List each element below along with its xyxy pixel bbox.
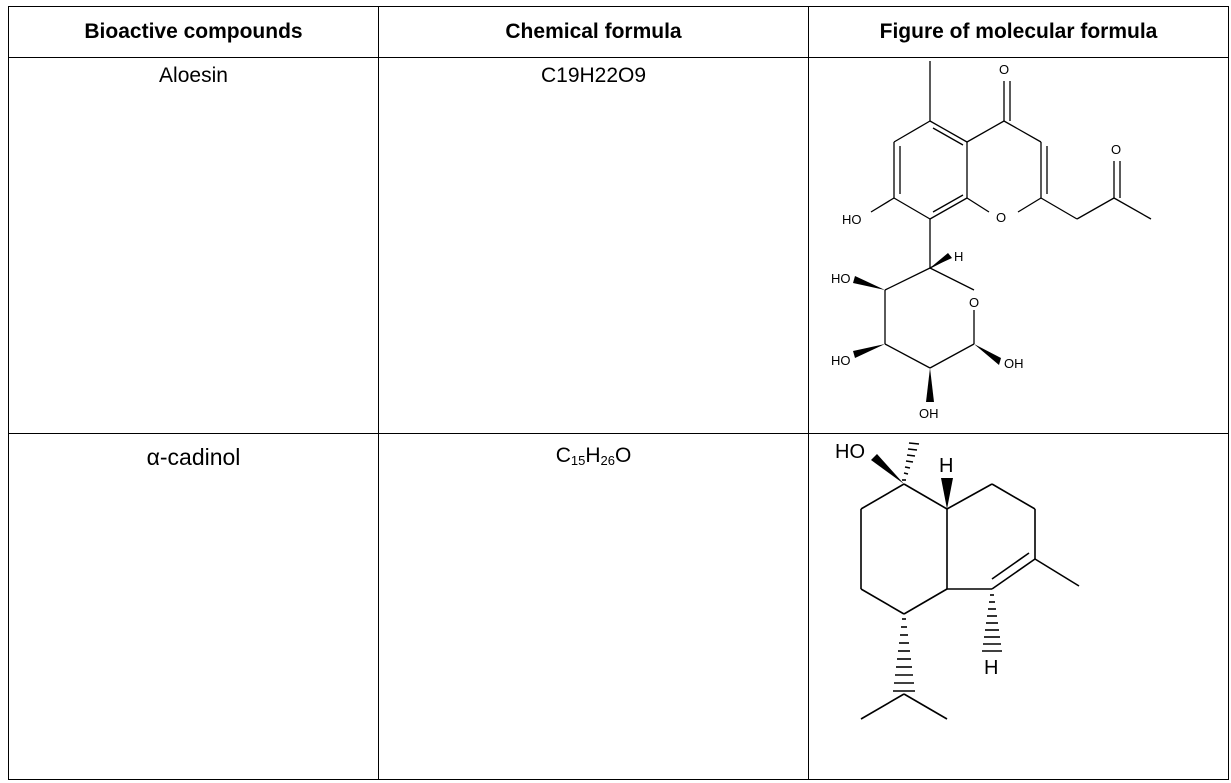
ho-sugar1-label: HO bbox=[831, 271, 851, 286]
formula-cell: C15H26O bbox=[378, 432, 809, 781]
aloesin-structure-icon: O O HO O H HO O HO OH OH bbox=[831, 61, 1152, 421]
formula-c-subscript: 15 bbox=[570, 452, 586, 468]
table-row: α-cadinol C15H26O bbox=[8, 432, 1229, 781]
compound-cell: Aloesin bbox=[8, 57, 379, 434]
h-bottom-label: H bbox=[984, 657, 998, 679]
formula-o: O bbox=[614, 443, 632, 467]
compound-name: α-cadinol bbox=[146, 443, 241, 470]
compounds-table: Bioactive compounds Chemical formula Fig… bbox=[8, 5, 1229, 781]
alpha-cadinol-structure-icon: HO H H bbox=[835, 441, 1080, 720]
formula-cell: C19H22O9 bbox=[378, 57, 809, 434]
o-side-label: O bbox=[1111, 142, 1121, 157]
header-chemical-formula: Chemical formula bbox=[378, 5, 809, 59]
h-top-label: H bbox=[939, 455, 953, 477]
formula-h-subscript: 26 bbox=[600, 452, 615, 468]
formula-c: C bbox=[555, 443, 571, 467]
formula-h: H bbox=[585, 443, 601, 467]
o-ketone-label: O bbox=[999, 62, 1009, 77]
h-stereo-label: H bbox=[954, 249, 963, 264]
header-figure-molecular-formula: Figure of molecular formula bbox=[808, 5, 1229, 59]
table-header-row: Bioactive compounds Chemical formula Fig… bbox=[8, 5, 1229, 59]
oh-sugar3-label: OH bbox=[1004, 356, 1024, 371]
o-sugar-ring-label: O bbox=[969, 295, 979, 310]
oh-sugar4-label: OH bbox=[919, 406, 939, 421]
o-ring-label: O bbox=[996, 210, 1006, 225]
ho-phenol-label: HO bbox=[842, 212, 862, 227]
compound-name: Aloesin bbox=[159, 64, 228, 88]
chemical-formula: C19H22O9 bbox=[540, 64, 647, 88]
compound-cell: α-cadinol bbox=[8, 432, 379, 781]
ho-label: HO bbox=[835, 441, 865, 463]
chemical-formula: C15H26O bbox=[379, 434, 808, 468]
structure-cell: O O HO O H HO O HO OH OH bbox=[808, 57, 1229, 434]
header-bioactive-compounds: Bioactive compounds bbox=[8, 5, 379, 59]
structure-cell: HO H H bbox=[808, 432, 1229, 781]
table-row: Aloesin C19H22O9 bbox=[8, 57, 1229, 434]
ho-sugar2-label: HO bbox=[831, 353, 851, 368]
